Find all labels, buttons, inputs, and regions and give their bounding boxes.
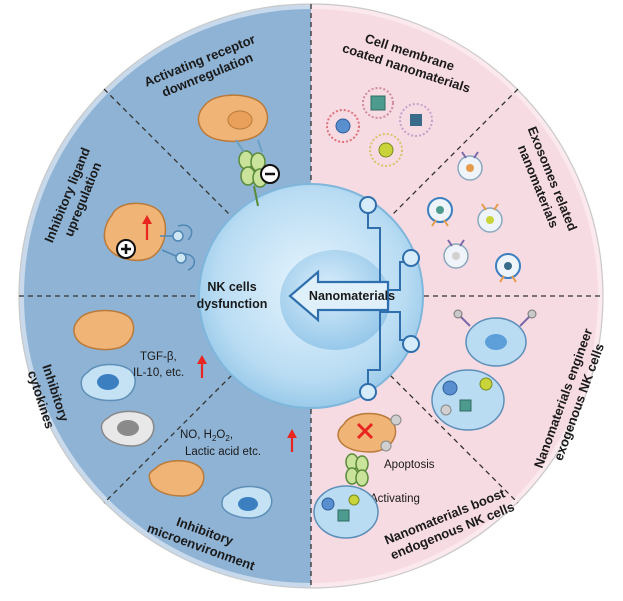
receptor-icon xyxy=(238,150,268,207)
apoptosis-text: Apoptosis xyxy=(384,459,435,471)
nanoparticle-icon xyxy=(359,196,377,214)
receptor-icon xyxy=(345,453,369,487)
exosome-icon xyxy=(457,151,483,181)
activating-text: Activating xyxy=(370,493,420,505)
red-up-arrow-icon xyxy=(142,215,152,240)
exosome-icon xyxy=(427,197,453,227)
tumor-cell-icon xyxy=(73,309,135,351)
nanoparticle-icon xyxy=(390,414,402,426)
ligand-icon xyxy=(160,224,196,271)
nanomaterials-arrow-icon xyxy=(288,269,390,323)
center-title-line2: dysfunction xyxy=(197,297,268,311)
exosome-icon xyxy=(495,253,521,283)
red-up-arrow-icon xyxy=(197,355,207,378)
lactic-text: Lactic acid etc. xyxy=(185,446,261,458)
nanoparticle-icon xyxy=(380,440,392,452)
nanoparticle-icon xyxy=(359,383,377,401)
nanoparticle-icon xyxy=(402,249,420,267)
dead-cell-icon xyxy=(100,410,155,447)
endogenous-nk-cell-icon xyxy=(313,485,379,539)
nanoparticle-icon xyxy=(402,335,420,353)
minus-icon xyxy=(260,164,280,184)
no-h2o2-text: NO, H2O2, xyxy=(180,429,233,443)
center-title-line1: NK cells xyxy=(207,280,256,294)
membrane-nanoparticle-icon xyxy=(326,109,360,143)
exosome-icon xyxy=(443,239,469,269)
cross-icon xyxy=(356,422,374,440)
immune-cell-icon xyxy=(221,485,273,519)
red-up-arrow-icon xyxy=(287,429,297,452)
tgf-text: TGF-β, xyxy=(140,351,177,363)
arrow-label: Nanomaterials xyxy=(309,289,395,303)
membrane-nanoparticle-icon xyxy=(362,87,394,119)
immune-cell-icon xyxy=(80,363,136,402)
tumor-cell-icon xyxy=(148,460,205,497)
il10-text: IL-10, etc. xyxy=(133,367,184,379)
tumor-cell-icon xyxy=(197,94,269,143)
nanoparticle-nodes xyxy=(359,196,420,401)
engineered-nk-cell-icon xyxy=(453,309,537,367)
exosome-icon xyxy=(477,203,503,233)
membrane-nanoparticle-icon xyxy=(399,103,433,137)
membrane-nanoparticle-icon xyxy=(369,133,403,167)
plus-icon xyxy=(116,239,136,259)
engineered-nk-cell-icon xyxy=(431,369,505,431)
